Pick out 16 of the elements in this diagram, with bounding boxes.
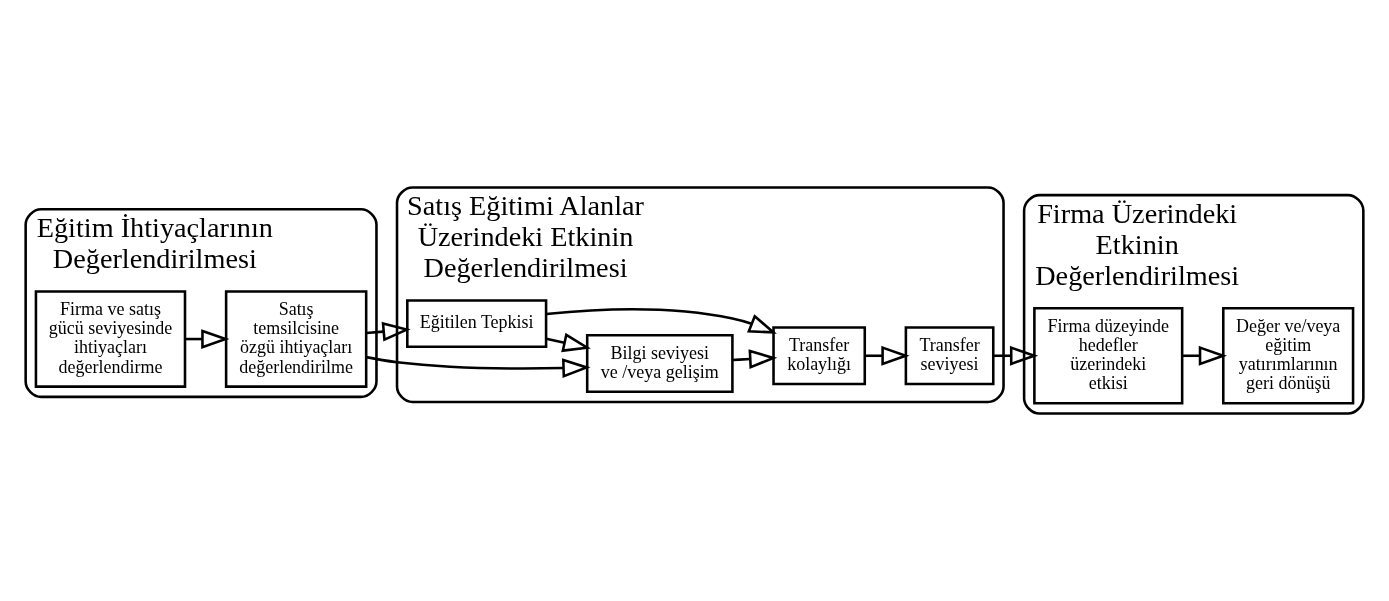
node-box: Bilgi seviyesi ve /veya gelişim bbox=[585, 333, 734, 394]
node-box: Satış temsilcisine özgü ihtiyaçları değerlendirilme bbox=[224, 290, 368, 388]
arrow bbox=[993, 345, 1039, 366]
node-box: Değer ve/veya eğitim yatırımlarının geri dönüşü bbox=[1222, 306, 1355, 405]
arrow bbox=[365, 355, 591, 378]
node-box: Transfer kolaylığı bbox=[772, 326, 867, 386]
arrow bbox=[1182, 345, 1228, 366]
arrow bbox=[864, 345, 910, 366]
node-box: Firma ve satış gücü seviyesinde ihtiyaçları değerlendirme bbox=[34, 290, 187, 388]
arrow bbox=[546, 308, 777, 334]
arrow bbox=[545, 332, 591, 353]
arrow bbox=[366, 321, 411, 342]
node-box: Transfer seviyesi bbox=[904, 326, 995, 386]
node-box: Eğitilen Tepkisi bbox=[406, 299, 548, 349]
arrow bbox=[732, 349, 778, 370]
node-box: Firma düzeyinde hedefler üzerindeki etkisi bbox=[1033, 306, 1184, 405]
